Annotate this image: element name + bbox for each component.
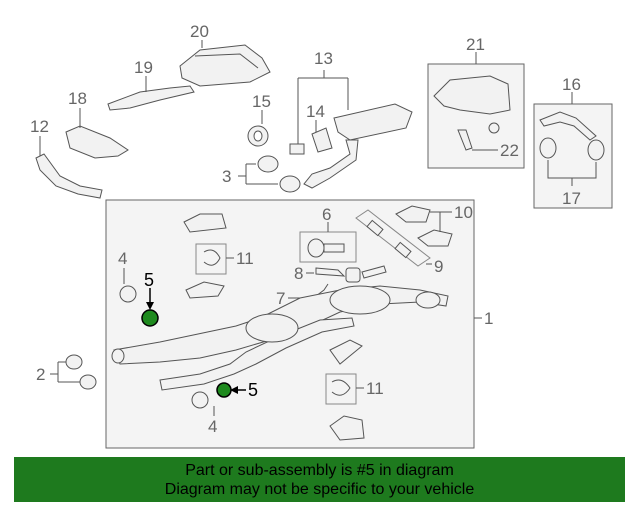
callout-8: 8 [294,264,303,283]
callout-11b: 11 [366,379,384,398]
heat-insulator-18 [65,125,129,159]
heat-shield-10a [395,205,431,223]
callout-5b: 5 [248,380,258,400]
box-11a [195,243,227,275]
hanger-9b [394,241,412,259]
hanger-6b [323,243,345,253]
gasket-3b [279,175,301,193]
callout-13: 13 [314,49,333,68]
hanger-8 [345,267,361,283]
callout-10: 10 [454,203,473,222]
heat-insulator-19 [107,85,195,111]
callout-17: 17 [562,189,581,208]
callout-15: 15 [252,92,271,111]
callout-14: 14 [306,102,325,121]
heat-shield-mid [185,281,225,299]
heat-shield-top [183,213,227,233]
callout-6: 6 [322,205,331,224]
callout-16: 16 [562,75,581,94]
callout-3: 3 [222,167,231,186]
hanger-17a [539,137,557,159]
flange-right [415,291,441,309]
notice-banner: Part or sub-assembly is #5 in diagram Di… [14,457,625,502]
callout-9: 9 [434,257,443,276]
bracket-22 [457,129,473,151]
callout-22: 22 [500,141,519,160]
callout-19: 19 [134,58,153,77]
hanger-9a [366,219,384,237]
ring-4b [191,391,209,409]
stud-8 [361,265,387,279]
gasket-3a [257,155,279,173]
catalytic-converter-b [329,285,391,315]
muffler-13 [333,103,413,141]
callout-18: 18 [68,89,87,108]
gasket-2a [65,354,83,370]
hanger-6 [307,238,325,258]
heat-insulator-20 [179,44,271,87]
nut-21 [488,122,500,134]
callout-7: 7 [276,289,285,308]
callout-4a: 4 [118,249,127,268]
callout-20: 20 [190,22,209,41]
gasket-5b-highlight [216,382,232,398]
hanger-17b [587,139,605,161]
gasket-2b [79,374,97,390]
banner-line-1: Part or sub-assembly is #5 in diagram [185,461,454,479]
bracket-12 [35,153,103,199]
callout-4b: 4 [208,417,217,436]
tailpipe-13 [303,139,359,189]
callout-21: 21 [466,35,485,54]
exhaust-parts-diagram: 1 20 19 18 12 15 3 14 [30,22,613,449]
gasket-5a-highlight [141,309,159,327]
heat-shield-bottom [329,415,365,441]
bolt-8 [315,267,346,277]
callout-2: 2 [36,365,45,384]
hanger-16 [539,111,597,141]
ring-4a [119,285,137,303]
exhaust-pipe-lower [159,317,355,391]
callout-1: 1 [484,309,493,328]
heat-shield-10b [417,229,453,247]
box-11b [325,373,357,405]
flange-left [111,348,125,364]
banner-line-2: Diagram may not be specific to your vehi… [164,480,475,498]
callout-11a: 11 [236,249,254,268]
callout-5a: 5 [144,270,154,290]
clamp-14 [311,127,333,153]
heat-insulator-21 [433,75,511,115]
bolt-13 [289,143,305,155]
heat-shield-small [329,339,363,365]
callout-12: 12 [30,117,49,136]
catalytic-converter-a [245,313,299,343]
